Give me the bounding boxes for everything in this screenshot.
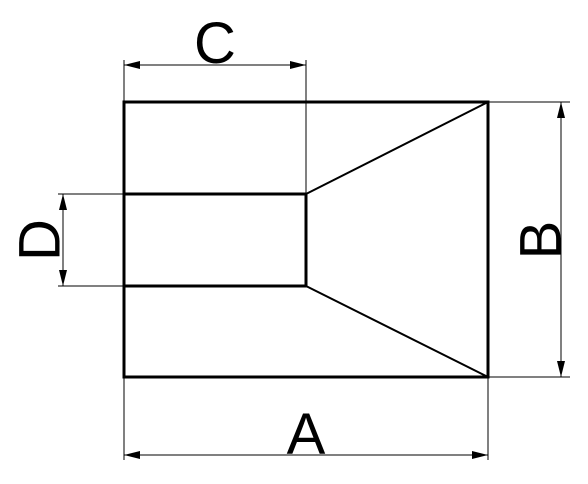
taper-line-top <box>305 101 489 195</box>
dimension-label-c: C <box>194 11 236 76</box>
dimension-label-d: D <box>8 219 73 261</box>
dimension-label-b: B <box>509 221 574 260</box>
taper-line-bottom <box>305 285 489 378</box>
inner-rectangle <box>122 192 308 288</box>
dimension-label-a: A <box>287 402 326 467</box>
